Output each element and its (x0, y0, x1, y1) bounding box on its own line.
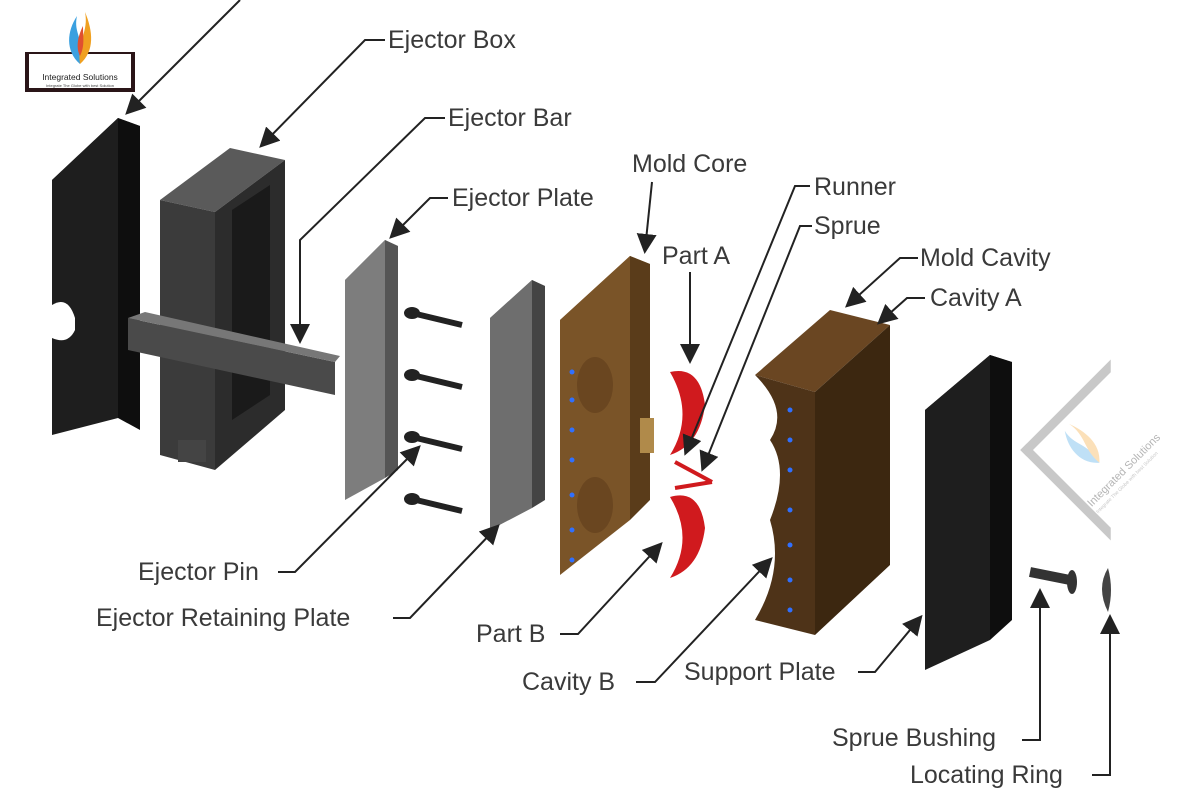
watermark-flame-icon (1064, 423, 1100, 463)
part-a (670, 370, 705, 455)
mold-core (560, 256, 654, 575)
label-mold-cavity: Mold Cavity (920, 244, 1051, 272)
runner-sprue (674, 460, 713, 490)
logo-title: Integrated Solutions (42, 72, 118, 82)
label-support-plate: Support Plate (684, 658, 836, 686)
label-cavity-a: Cavity A (930, 284, 1022, 312)
sprue-bushing (1029, 567, 1077, 594)
label-ejector-bar: Ejector Bar (448, 104, 572, 132)
support-plate (925, 355, 1012, 670)
label-sprue-bushing: Sprue Bushing (832, 724, 997, 752)
label-locating-ring: Locating Ring (910, 761, 1063, 789)
label-runner: Runner (814, 173, 896, 201)
ejector-pins (404, 307, 463, 514)
label-ejector-box: Ejector Box (388, 26, 516, 54)
label-ejector-pin: Ejector Pin (138, 558, 259, 586)
locating-ring (1102, 568, 1111, 612)
flame-swirl-icon (69, 12, 92, 64)
clamp-plate-left (52, 118, 140, 435)
ejector-plate (345, 240, 398, 500)
mold-cavity (755, 310, 890, 635)
label-cavity-b: Cavity B (522, 668, 616, 696)
ejector-box (160, 148, 285, 470)
label-part-a: Part A (662, 242, 731, 270)
label-part-b: Part B (476, 620, 546, 648)
ejector-retaining-plate (490, 280, 545, 530)
leader-lines (125, 0, 1120, 776)
part-b (670, 495, 705, 578)
watermark: Integrated Solutions Integrate The Globe… (1009, 344, 1200, 556)
label-ejector-plate: Ejector Plate (452, 184, 594, 212)
logo-tagline: Integrate The Globe with best Solution (46, 83, 114, 88)
label-mold-core: Mold Core (632, 150, 748, 178)
label-sprue: Sprue (814, 212, 881, 240)
label-ejector-retaining-plate: Ejector Retaining Plate (96, 604, 351, 632)
ejector-bar (128, 312, 340, 395)
